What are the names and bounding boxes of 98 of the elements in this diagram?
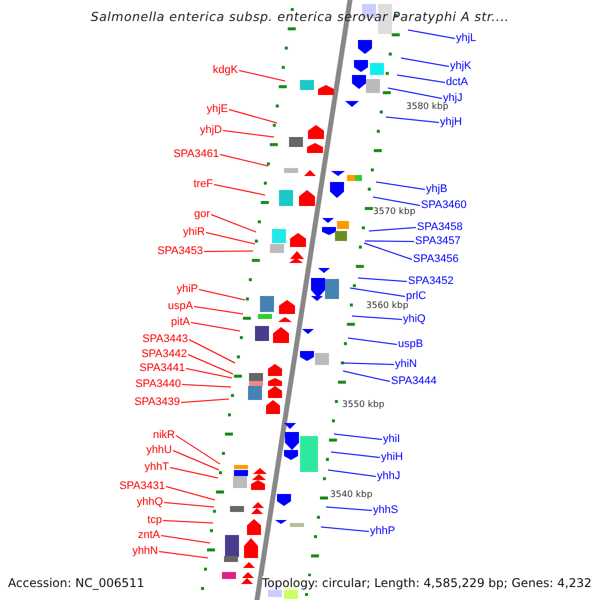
position-label: 3560 kbp: [366, 301, 408, 311]
position-label: 3540 kbp: [330, 490, 372, 500]
leader-line: [348, 338, 398, 345]
leader-line: [204, 250, 254, 252]
gene-label: yhjD: [200, 124, 222, 137]
gene-label: SPA3460: [421, 199, 467, 212]
gene-label: SPA3461: [173, 148, 219, 161]
leader-line: [364, 240, 414, 242]
gene-label: yhhN: [132, 545, 158, 558]
leader-line: [198, 289, 246, 300]
gene-label: yhhJ: [377, 470, 400, 483]
leader-line: [400, 58, 450, 67]
leader-line: [172, 450, 220, 470]
gene-label: yhhQ: [136, 496, 163, 509]
leader-line: [342, 370, 390, 382]
footer-text: Topology: circular; Length: 4,585,229 bp; Genes: 4,232: [262, 576, 592, 590]
gene-label: SPA3458: [417, 221, 463, 234]
leader-line: [238, 70, 286, 82]
gene-label: yhiH: [381, 451, 404, 464]
leader-line: [342, 362, 394, 365]
leader-line: [326, 506, 372, 511]
gene-label: yhjJ: [443, 92, 463, 105]
gene-label: yhhP: [370, 525, 396, 538]
gene-label: yhiN: [395, 358, 418, 371]
leader-line: [376, 182, 426, 190]
gene-label: yhhT: [144, 461, 169, 474]
gene-label: SPA3453: [157, 245, 203, 258]
gene-label: prlC: [406, 290, 426, 303]
leader-line: [160, 535, 210, 544]
leader-line: [194, 306, 244, 314]
leader-line: [358, 278, 408, 282]
leader-line: [368, 227, 416, 232]
gene-label: yhiR: [182, 226, 205, 239]
gene-label: yhjH: [440, 116, 462, 129]
leader-line: [320, 526, 370, 532]
leader-line: [222, 130, 274, 138]
leader-line: [228, 109, 278, 124]
gene-label: uspA: [168, 300, 193, 313]
gene-label: SPA3440: [135, 378, 181, 391]
gene-label: pitA: [171, 316, 190, 329]
gene-label: yhjL: [456, 32, 476, 45]
gene-label: SPA3439: [134, 396, 180, 409]
gene-label: SPA3431: [119, 480, 165, 493]
leader-line: [214, 184, 266, 196]
gene-label: SPA3442: [141, 348, 187, 361]
leader-line: [388, 88, 442, 99]
leader-line: [170, 467, 218, 478]
leader-line: [350, 288, 406, 297]
map-title: Salmonella enterica subsp. enterica serovar Paratyphi A str....: [90, 9, 510, 24]
gene-label: zntA: [138, 529, 160, 542]
leader-line: [180, 398, 230, 403]
leader-line: [166, 486, 216, 500]
leader-line: [386, 116, 440, 123]
leader-line: [372, 196, 420, 206]
gene-label: yhhU: [146, 444, 172, 457]
gene-label: SPA3444: [391, 375, 437, 388]
gene-label: tcp: [147, 514, 162, 527]
footer-text: Accession: NC_006511: [8, 576, 144, 590]
leader-line: [188, 339, 236, 364]
leader-line: [408, 30, 456, 39]
leader-line: [206, 232, 256, 244]
leader-line: [352, 316, 402, 320]
leader-line: [158, 551, 208, 558]
leader-line: [330, 452, 380, 458]
gene-label: SPA3443: [142, 333, 188, 346]
gene-label: treF: [193, 178, 213, 191]
gene-label: nikR: [152, 429, 175, 442]
leader-line: [364, 242, 412, 260]
gene-label: yhiP: [176, 283, 198, 296]
gene-label: SPA3452: [408, 275, 454, 288]
gene-label: yhhS: [373, 504, 398, 517]
leader-line: [186, 368, 232, 378]
gene-label: SPA3457: [415, 235, 461, 248]
gene-label: kdgK: [212, 64, 238, 77]
leader-line: [164, 502, 214, 508]
leader-line: [188, 354, 234, 374]
position-label: 3570 kbp: [373, 207, 416, 217]
leader-line: [190, 322, 240, 332]
leader-line: [210, 214, 256, 232]
gene-label: yhiQ: [403, 313, 426, 326]
gene-label: yhjE: [206, 103, 228, 116]
gene-label: SPA3441: [139, 362, 185, 375]
leader-line: [176, 435, 220, 464]
gene-label: uspB: [398, 338, 424, 351]
leader-line: [396, 74, 446, 83]
gene-label: yhiI: [383, 433, 400, 446]
gene-label: SPA3456: [413, 253, 459, 266]
gene-label: gor: [194, 208, 210, 221]
position-label: 3580 kbp: [406, 102, 448, 112]
gene-label: yhjB: [426, 183, 448, 196]
leader-line: [334, 434, 382, 440]
gene-label: dctA: [446, 76, 468, 89]
leader-line: [220, 154, 268, 166]
gene-label: yhjK: [450, 60, 472, 73]
leader-line: [328, 470, 376, 477]
leader-line: [162, 520, 214, 524]
position-label: 3550 kbp: [342, 400, 384, 410]
leader-line: [182, 384, 232, 388]
